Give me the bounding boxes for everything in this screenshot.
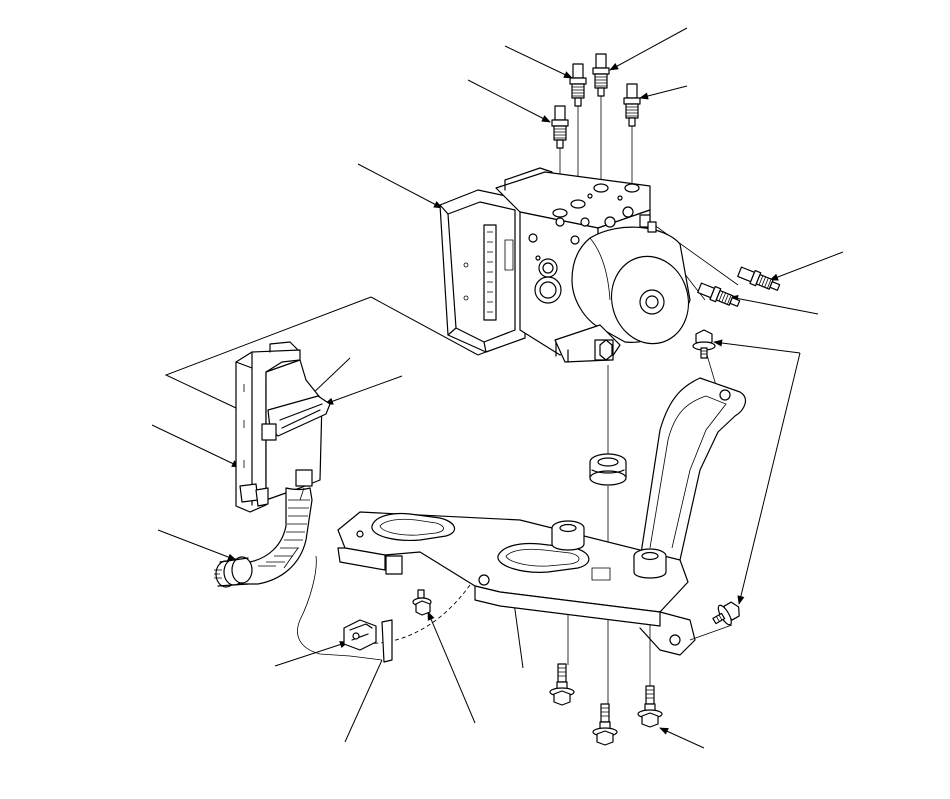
stud-bolt-2 [593, 704, 617, 745]
harness-clip [214, 557, 252, 587]
leader-stud-3 [659, 728, 704, 748]
brake-line-fitting-3 [624, 84, 640, 126]
clip [344, 620, 392, 662]
leader-bracket-pin [345, 660, 382, 742]
leader-fitting-1 [505, 46, 573, 78]
leader-connector-lock-2 [310, 358, 350, 396]
leader-lines [152, 28, 843, 748]
modulator-control-unit [440, 168, 698, 362]
connector-lock [262, 396, 330, 486]
leader-connector-lock [324, 376, 402, 405]
leader-bolt-lower [737, 353, 800, 605]
group-bracket-line-2 [371, 297, 478, 355]
bracket-bolt-lower [709, 597, 744, 630]
leader-connector [152, 425, 241, 467]
leader-bolt-upper [713, 339, 800, 353]
stud-bolt-3 [638, 686, 662, 727]
brake-line-fitting-4 [552, 106, 568, 148]
leader-fitting-6 [729, 295, 818, 314]
grommet [590, 454, 626, 485]
brake-line-fitting-5 [737, 265, 781, 294]
group-bracket-line [166, 297, 371, 408]
bracket-nut [413, 590, 431, 615]
leader-clip [275, 641, 349, 666]
stud-bolt-1 [550, 664, 574, 705]
harness-connector [236, 342, 322, 512]
leader-fitting-2 [609, 28, 687, 70]
leader-modulator [358, 164, 443, 208]
brake-line-fitting-2 [593, 54, 609, 96]
brake-line-fitting-6 [697, 281, 741, 310]
leader-fitting-5 [769, 252, 843, 280]
leader-harness-clip [158, 530, 237, 560]
leader-nut [428, 611, 475, 723]
bracket-bolt-upper [693, 330, 715, 358]
leader-fitting-4 [468, 80, 551, 122]
mounting-bracket [338, 378, 745, 655]
wire-harness [218, 488, 382, 660]
leader-fitting-3 [639, 86, 687, 100]
brake-line-fitting-1 [570, 64, 586, 106]
